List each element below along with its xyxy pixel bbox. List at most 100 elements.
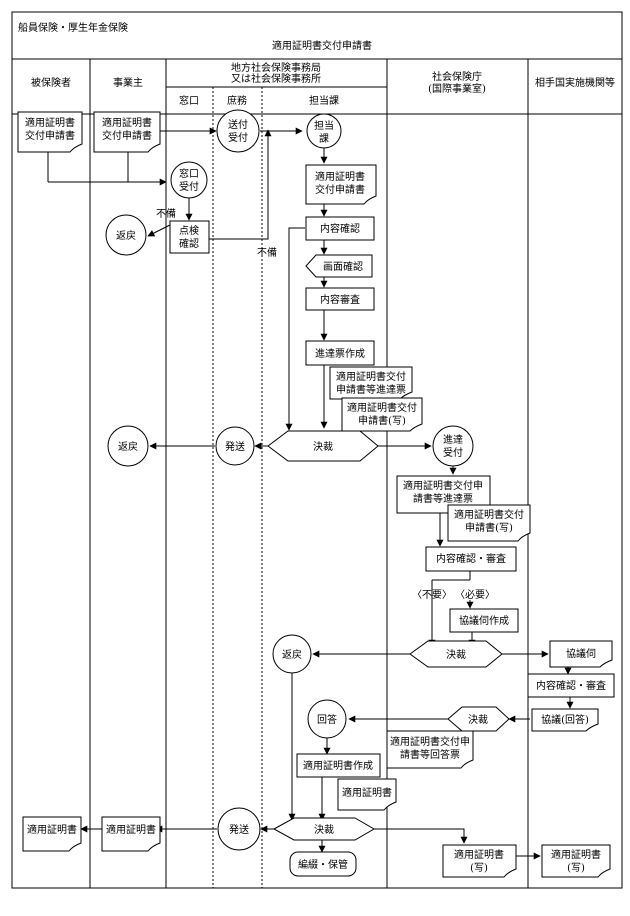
hasso-label-2: 発送 (229, 823, 249, 836)
hentetsu-hokan-box (289, 851, 357, 877)
kessai-hexagon-1 (267, 430, 379, 462)
tanto-ka-label-2: 課 (319, 132, 329, 145)
naiyo-shinsa-box-2 (425, 546, 517, 572)
naiyo-shinsa-box (305, 287, 375, 311)
employer-application-label-1: 適用証明書 (102, 116, 152, 129)
sofu-uketsuke-circle (216, 109, 260, 153)
application-copy-label-2: 申請書(写) (358, 414, 406, 427)
henrei-circle-3 (272, 634, 312, 674)
kessai-hexagon-4 (272, 817, 375, 841)
col-insured: 被保険者 (31, 76, 71, 89)
col-employer: 事業主 (113, 76, 143, 89)
application-copy-doc-1 (341, 397, 423, 432)
employer-cert-doc (101, 816, 161, 852)
gamen-kakunin-label: 画面確認 (323, 260, 363, 273)
kyogi-kaito-doc (531, 708, 599, 732)
col-tanto: 担当課 (309, 94, 339, 107)
tanto-application-label-1: 適用証明書 (315, 170, 365, 183)
connectors (47, 127, 574, 860)
sia-application-copy-label-2: 申請書(写) (465, 521, 513, 534)
kessai-label-4: 決裁 (314, 823, 334, 836)
kessai-hexagon-2 (409, 640, 503, 668)
hitsuyo-label: 〈必要〉 (455, 588, 495, 601)
naiyo-shinsa-label: 内容審査 (320, 293, 360, 306)
shintatsu-uketsuke-label-1: 進達 (443, 434, 463, 446)
partner-cert-copy-label-1: 適用証明書 (551, 848, 601, 861)
insured-application-doc (17, 111, 83, 153)
cert-sakusei-box (296, 753, 381, 778)
sia-shintatsu-label-2: 請書等進達票 (413, 492, 473, 505)
kaito-label: 回答 (317, 713, 337, 726)
shintatsu-uketsuke-label-2: 受付 (443, 446, 463, 459)
insured-application-label-1: 適用証明書 (25, 116, 75, 129)
employer-cert-label: 適用証明書 (106, 823, 156, 836)
application-copy-label-1: 適用証明書交付 (347, 401, 417, 414)
sofu-uketsuke-label-1: 送付 (228, 118, 248, 131)
naiyo-kakunin-label: 内容確認 (320, 222, 360, 235)
col-regional-office-2: 又は社会保険事務所 (231, 72, 321, 85)
henrei-circle-2 (107, 425, 149, 467)
kyogi-kaito-label: 協議(回答) (541, 713, 589, 726)
kaito-circle (307, 699, 347, 739)
shintatsu-sakusei-label: 進達票作成 (315, 348, 365, 360)
kyogi-doc (549, 640, 613, 668)
henrei-label-3: 返戻 (282, 648, 302, 661)
henrei-circle-1 (105, 214, 147, 256)
col-shomu: 庶務 (227, 94, 247, 107)
hentetsu-hokan-label: 編綴・保管 (298, 858, 348, 871)
hasso-circle-1 (215, 426, 255, 466)
col-madoguchi: 窓口 (179, 94, 199, 107)
col-sia-1: 社会保険庁 (432, 70, 482, 83)
col-sia-2: (国際事業室) (428, 82, 486, 95)
shintatsu-hyo-label-1: 適用証明書交付 (336, 370, 406, 383)
madoguchi-uketsuke-label-1: 窓口 (179, 167, 199, 180)
header-title: 船員保険・厚生年金保険 (18, 21, 128, 34)
sia-cert-copy-label-1: 適用証明書 (454, 848, 504, 861)
fubi-label-1: 不備 (156, 207, 176, 220)
sia-application-copy-doc (447, 504, 531, 542)
tanto-application-doc (305, 164, 377, 205)
employer-application-doc (93, 111, 161, 153)
tanto-ka-circle (306, 113, 342, 149)
sia-cert-copy-doc (442, 844, 517, 878)
kessai-label-3: 決裁 (468, 713, 488, 726)
cert-doc-1 (337, 778, 397, 811)
tenken-kakunin-label-1: 点検 (179, 224, 199, 237)
kaito-hyo-label-1: 適用証明書交付申 (390, 735, 470, 748)
henrei-label-2: 返戻 (118, 440, 138, 453)
partner-shinsa-box (527, 673, 615, 698)
kyogi-label: 協議伺 (566, 647, 596, 660)
tenken-kakunin-box (169, 220, 210, 254)
sia-cert-copy-label-2: (写) (470, 862, 488, 874)
sofu-uketsuke-label-2: 受付 (228, 131, 248, 144)
fuyo-label: 〈不要〉 (412, 589, 452, 601)
tanto-application-label-2: 交付申請書 (315, 183, 365, 196)
header-subtitle: 適用証明書交付申請書 (272, 39, 372, 52)
naiyo-shinsa-2-label: 内容確認・審査 (436, 552, 506, 565)
cert-sakusei-label: 適用証明書作成 (303, 759, 373, 772)
insured-cert-doc (22, 816, 82, 852)
partner-cert-copy-doc (541, 844, 611, 878)
madoguchi-uketsuke-label-2: 受付 (179, 180, 199, 193)
kaito-hyo-doc (386, 730, 474, 769)
kessai-label-1: 決裁 (313, 440, 333, 453)
henrei-label-1: 返戻 (116, 229, 136, 242)
kaito-hyo-label-2: 請書等回答票 (400, 748, 460, 761)
madoguchi-uketsuke-circle (170, 161, 208, 199)
fubi-label-2: 不備 (257, 246, 277, 259)
hasso-label-1: 発送 (225, 440, 245, 453)
shintatsu-uketsuke-circle (432, 425, 474, 467)
hasso-circle-2 (217, 807, 261, 851)
sia-shintatsu-label-1: 適用証明書交付申 (403, 479, 483, 492)
col-regional-office-1: 地方社会保険事務局 (231, 61, 321, 74)
kessai-label-2: 決裁 (446, 648, 466, 661)
sia-application-copy-label-1: 適用証明書交付 (454, 508, 524, 521)
gamen-kakunin-display (305, 254, 373, 278)
employer-application-label-2: 交付申請書 (102, 129, 152, 142)
insured-cert-label: 適用証明書 (27, 823, 77, 836)
kyogi-sakusei-box (449, 608, 519, 633)
insured-application-label-2: 交付申請書 (25, 129, 75, 142)
tenken-kakunin-label-2: 確認 (179, 237, 199, 250)
kyogi-sakusei-label: 協議伺作成 (459, 614, 509, 627)
